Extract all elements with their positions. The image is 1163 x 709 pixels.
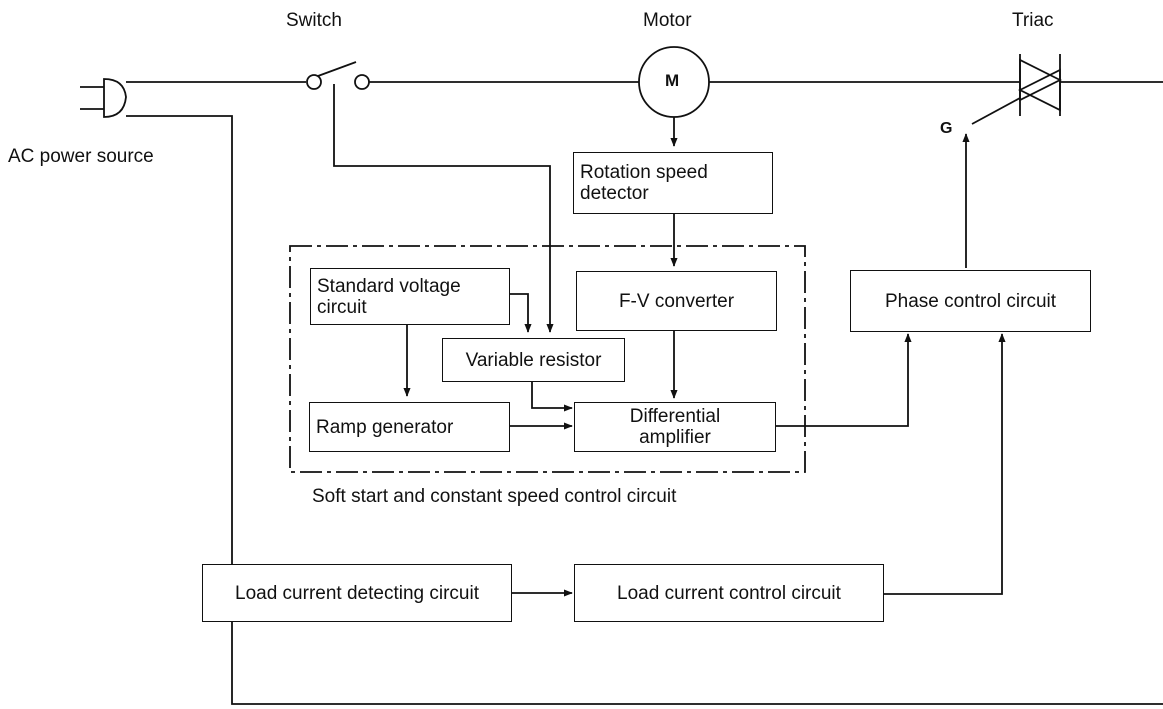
- gate-label: G: [940, 120, 953, 137]
- ramp-generator-block: Ramp generator: [309, 402, 510, 452]
- motor-symbol: M: [665, 71, 680, 90]
- variable-resistor-label: Variable resistor: [465, 349, 602, 371]
- load-current-detecting-circuit-block: Load current detecting circuit: [202, 564, 512, 622]
- ac-power-source-label: AC power source: [8, 146, 154, 167]
- ramp-generator-label: Ramp generator: [316, 416, 454, 438]
- ac-plug-icon: [80, 78, 127, 118]
- differential-amplifier-line-1: Differential: [629, 406, 721, 427]
- load-current-control-circuit-block: Load current control circuit: [574, 564, 884, 622]
- variable-resistor-block: Variable resistor: [442, 338, 625, 382]
- rotation-speed-detector-line-1: Rotation speed: [580, 162, 708, 183]
- triac-label: Triac: [1012, 10, 1054, 31]
- fv-converter-label: F-V converter: [618, 290, 735, 312]
- fv-converter-block: F-V converter: [576, 271, 777, 331]
- switch-icon: [306, 61, 370, 90]
- standard-voltage-circuit-line-2: circuit: [317, 296, 367, 318]
- load-current-detecting-circuit-label: Load current detecting circuit: [235, 582, 479, 604]
- rotation-speed-detector-line-2: detector: [580, 183, 649, 204]
- load-current-control-circuit-label: Load current control circuit: [617, 582, 841, 604]
- triac-icon: [971, 54, 1063, 125]
- switch-label: Switch: [286, 10, 342, 31]
- rotation-speed-detector-block: Rotation speed detector: [573, 152, 773, 214]
- standard-voltage-circuit-block: Standard voltage circuit: [310, 268, 510, 325]
- phase-control-circuit-block: Phase control circuit: [850, 270, 1091, 332]
- phase-control-circuit-label: Phase control circuit: [884, 290, 1057, 312]
- soft-start-group-boundary: [289, 245, 806, 473]
- standard-voltage-circuit-line-1: Standard voltage: [317, 275, 461, 297]
- soft-start-group-label: Soft start and constant speed control ci…: [312, 486, 677, 507]
- differential-amplifier-block: Differential amplifier: [574, 402, 776, 452]
- differential-amplifier-line-2: amplifier: [639, 427, 711, 448]
- motor-label: Motor: [643, 10, 692, 31]
